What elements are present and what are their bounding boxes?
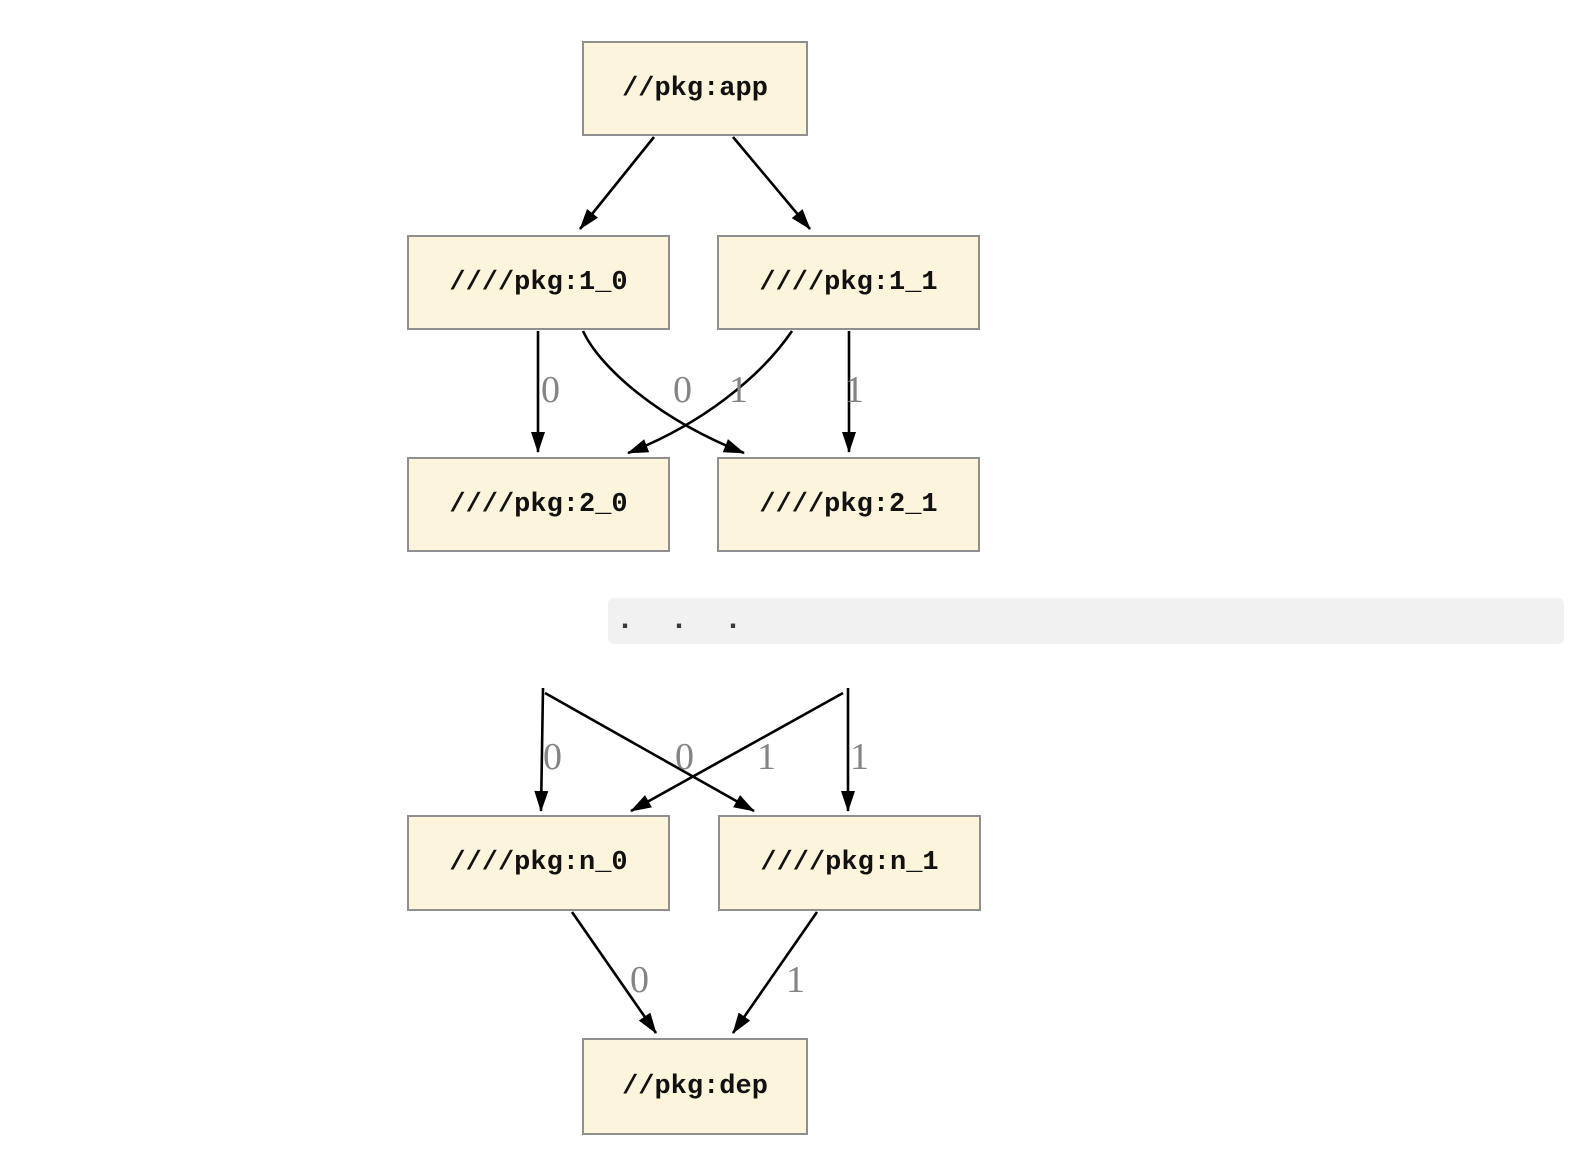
edge-label-dots-n_0-left: 0 xyxy=(543,736,562,778)
edge-label-n_0-dep: 0 xyxy=(630,959,649,1001)
ellipsis-band: . . . xyxy=(608,598,1564,644)
node-label: ////pkg:n_0 xyxy=(449,848,628,878)
edge-label-1_0-2_1: 1 xyxy=(729,369,748,411)
edge-1_1-to-2_0 xyxy=(627,330,794,455)
edge-label-dots-n_0-right: 0 xyxy=(675,736,694,778)
edge-dots-to-n_1-left xyxy=(544,691,755,813)
node-pkg-2_0: ////pkg:2_0 xyxy=(407,457,670,552)
node-pkg-1_0: ////pkg:1_0 xyxy=(407,235,670,330)
edge-app-to-1_1 xyxy=(732,136,811,230)
edge-1_0-to-2_1 xyxy=(581,330,745,455)
edge-label-dots-n_1-right: 1 xyxy=(850,736,869,778)
node-pkg-n_1: ////pkg:n_1 xyxy=(718,815,981,911)
node-label: ////pkg:n_1 xyxy=(760,848,939,878)
node-pkg-dep: //pkg:dep xyxy=(582,1038,808,1135)
edge-label-dots-n_1-left: 1 xyxy=(757,736,776,778)
edge-app-to-1_0 xyxy=(578,136,656,230)
node-pkg-2_1: ////pkg:2_1 xyxy=(717,457,980,552)
node-label: ////pkg:2_1 xyxy=(759,489,938,520)
node-label: //pkg:app xyxy=(622,73,768,104)
edge-label-1_1-2_1: 1 xyxy=(845,369,864,411)
node-pkg-app: //pkg:app xyxy=(582,41,808,136)
edge-dots-to-n_0-right xyxy=(630,691,844,813)
edge-label-n_1-dep: 1 xyxy=(786,959,805,1001)
node-pkg-1_1: ////pkg:1_1 xyxy=(717,235,980,330)
node-label: //pkg:dep xyxy=(622,1071,768,1102)
node-pkg-n_0: ////pkg:n_0 xyxy=(407,815,670,911)
node-label: ////pkg:2_0 xyxy=(449,489,628,520)
node-label: ////pkg:1_1 xyxy=(759,267,938,298)
edge-label-1_1-2_0: 0 xyxy=(673,369,692,411)
node-label: ////pkg:1_0 xyxy=(449,267,628,298)
edge-label-1_0-2_0: 0 xyxy=(541,369,560,411)
ellipsis-text: . . . xyxy=(616,604,743,638)
